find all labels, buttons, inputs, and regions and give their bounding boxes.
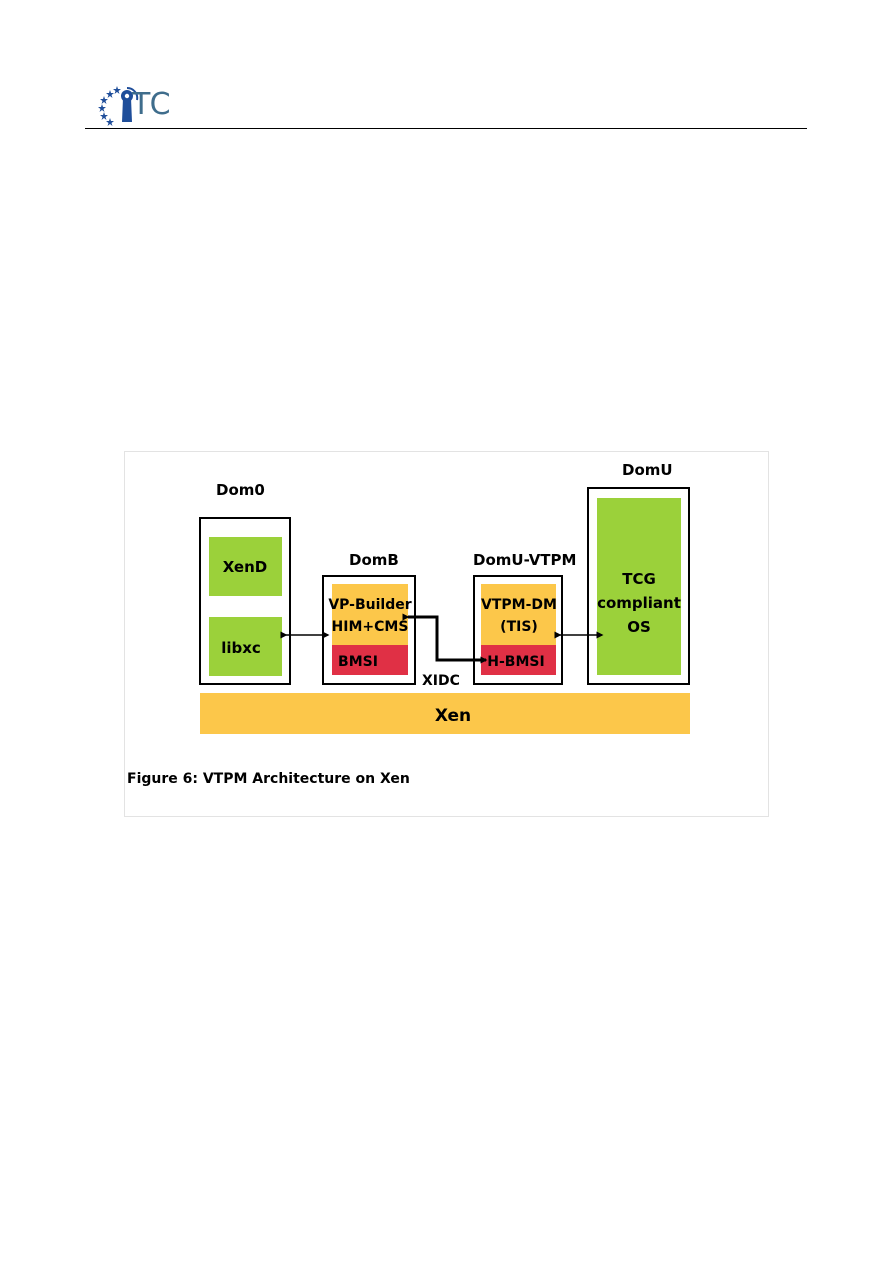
xend-block xyxy=(209,537,282,596)
domu-title: DomU xyxy=(622,461,673,479)
xend-label: XenD xyxy=(223,558,267,576)
bmsi-block xyxy=(332,645,408,675)
h-bmsi-block xyxy=(481,645,556,675)
tcg-os-label-line2: compliant xyxy=(597,594,681,612)
vtpm-dm-block xyxy=(481,584,556,645)
libxc-label: libxc xyxy=(221,639,261,657)
vtpm-architecture-diagram: Xen Dom0 XenD libxc DomB VP-Builder HIM+… xyxy=(199,461,690,734)
logo-stars xyxy=(98,86,121,126)
itc-logo-icon xyxy=(98,86,139,126)
xidc-connector xyxy=(402,613,488,664)
domb-title: DomB xyxy=(349,551,399,569)
domu-vtpm-title: DomU-VTPM xyxy=(473,551,576,569)
xen-label: Xen xyxy=(435,706,471,726)
vp-builder-label-line2: HIM+CMS xyxy=(332,619,409,635)
keyhole-icon xyxy=(121,86,139,122)
tcg-os-label-line1: TCG xyxy=(622,570,656,588)
vp-builder-block xyxy=(332,584,408,645)
vtpm-dm-label-line1: VTPM-DM xyxy=(481,597,557,613)
logo-text: TC xyxy=(132,87,172,122)
h-bmsi-label: H-BMSI xyxy=(487,654,544,670)
vp-builder-label-line1: VP-Builder xyxy=(328,597,411,613)
figure-frame xyxy=(124,451,769,817)
header-divider xyxy=(85,128,807,129)
xidc-label: XIDC xyxy=(422,673,460,689)
tcg-os-label-line3: OS xyxy=(627,618,651,636)
bmsi-label: BMSI xyxy=(338,654,378,670)
xen-bar xyxy=(200,693,690,734)
figure-caption: Figure 6: VTPM Architecture on Xen xyxy=(127,771,410,787)
tcg-os-block xyxy=(597,498,681,675)
dom0-title: Dom0 xyxy=(216,481,265,499)
libxc-block xyxy=(209,617,282,676)
vtpm-dm-label-line2: (TIS) xyxy=(500,619,538,635)
